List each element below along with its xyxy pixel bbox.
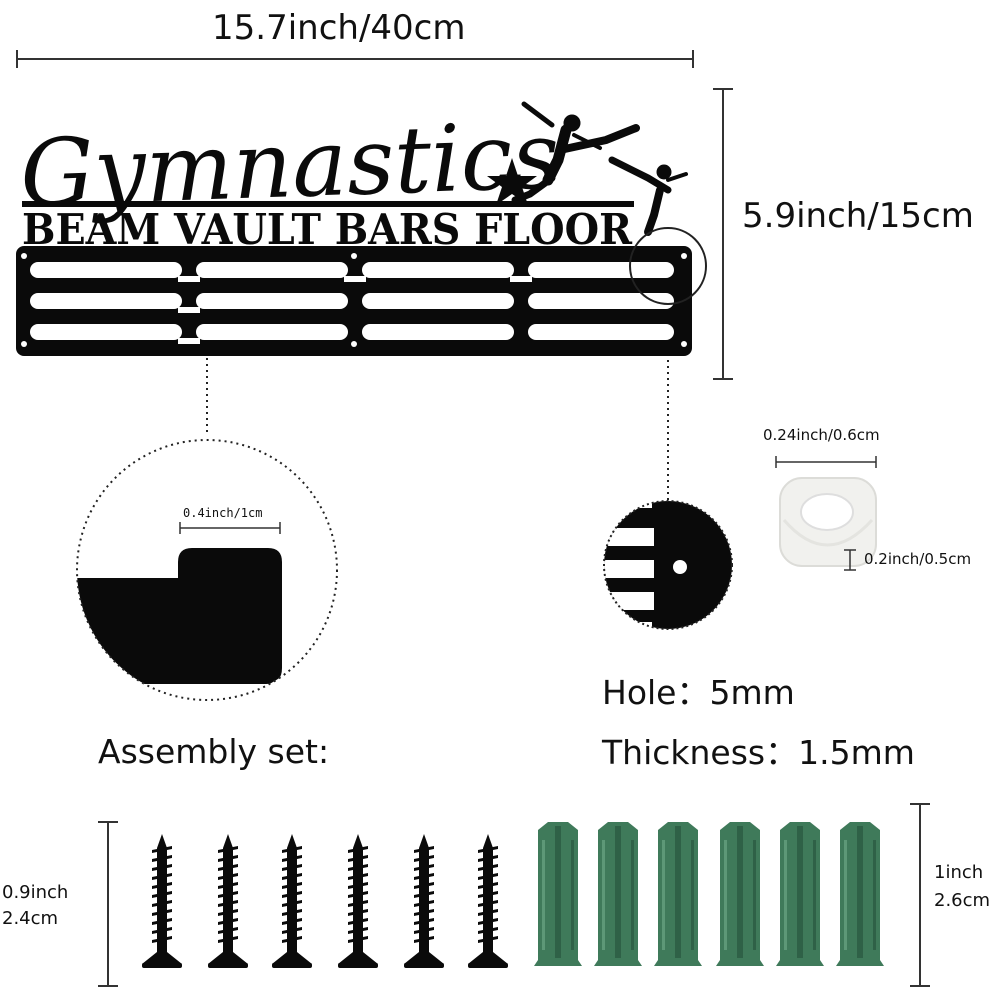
spacer-ring <box>779 477 877 567</box>
hole-highlight-circle <box>629 227 707 305</box>
screw-icon <box>142 834 182 968</box>
assembly-set-label: Assembly set: <box>98 732 330 771</box>
height-dimension-line <box>722 88 724 380</box>
hanger-top-bar <box>22 201 634 207</box>
height-tick-bottom <box>713 378 733 380</box>
hole-detail-circle <box>603 500 733 630</box>
screws <box>142 834 508 968</box>
anchor-length-cm-label: 2.6cm <box>934 890 991 911</box>
gymnast-figure-icon <box>511 101 640 204</box>
height-tick-top <box>713 88 733 90</box>
width-dimension-line <box>16 58 694 60</box>
star-icon <box>487 158 537 205</box>
hook-dimension-label: 0.4inch/1cm <box>183 506 263 520</box>
screw-icon <box>272 834 312 968</box>
screw-icon <box>208 834 248 968</box>
screw-icon <box>338 834 378 968</box>
screw-icon <box>404 834 444 968</box>
width-tick-right <box>692 50 694 68</box>
medal-slots <box>30 262 674 344</box>
spacer-height-label: 0.2inch/0.5cm <box>864 550 972 568</box>
hole-spec: Hole：5mm <box>602 673 795 712</box>
wall-anchor-icon <box>594 822 642 966</box>
screw-icon <box>468 834 508 968</box>
width-tick-left <box>16 50 18 68</box>
hanger-bar-frame <box>16 246 692 356</box>
width-label: 15.7inch/40cm <box>212 8 466 48</box>
hook-detail-circle <box>76 439 338 701</box>
mounting-holes <box>21 253 687 347</box>
wall-anchors <box>534 822 884 966</box>
hole-detail-view <box>604 501 732 629</box>
wall-anchor-icon <box>716 822 764 966</box>
wall-anchor-icon <box>654 822 702 966</box>
hanger-subtitle-text: BEAM VAULT BARS FLOOR <box>22 205 633 254</box>
screw-length-cm-label: 2.4cm <box>2 908 59 929</box>
thickness-spec: Thickness：1.5mm <box>602 733 915 772</box>
anchor-length-inch-label: 1inch <box>934 862 984 883</box>
gymnast-figure-icon <box>608 156 688 236</box>
wall-anchor-icon <box>836 822 884 966</box>
hook-detail-view <box>77 548 282 684</box>
height-label: 5.9inch/15cm <box>742 196 974 236</box>
wall-anchor-icon <box>776 822 824 966</box>
spacer-width-label: 0.24inch/0.6cm <box>763 426 880 444</box>
wall-anchor-icon <box>534 822 582 966</box>
screw-length-inch-label: 0.9inch <box>2 882 69 903</box>
